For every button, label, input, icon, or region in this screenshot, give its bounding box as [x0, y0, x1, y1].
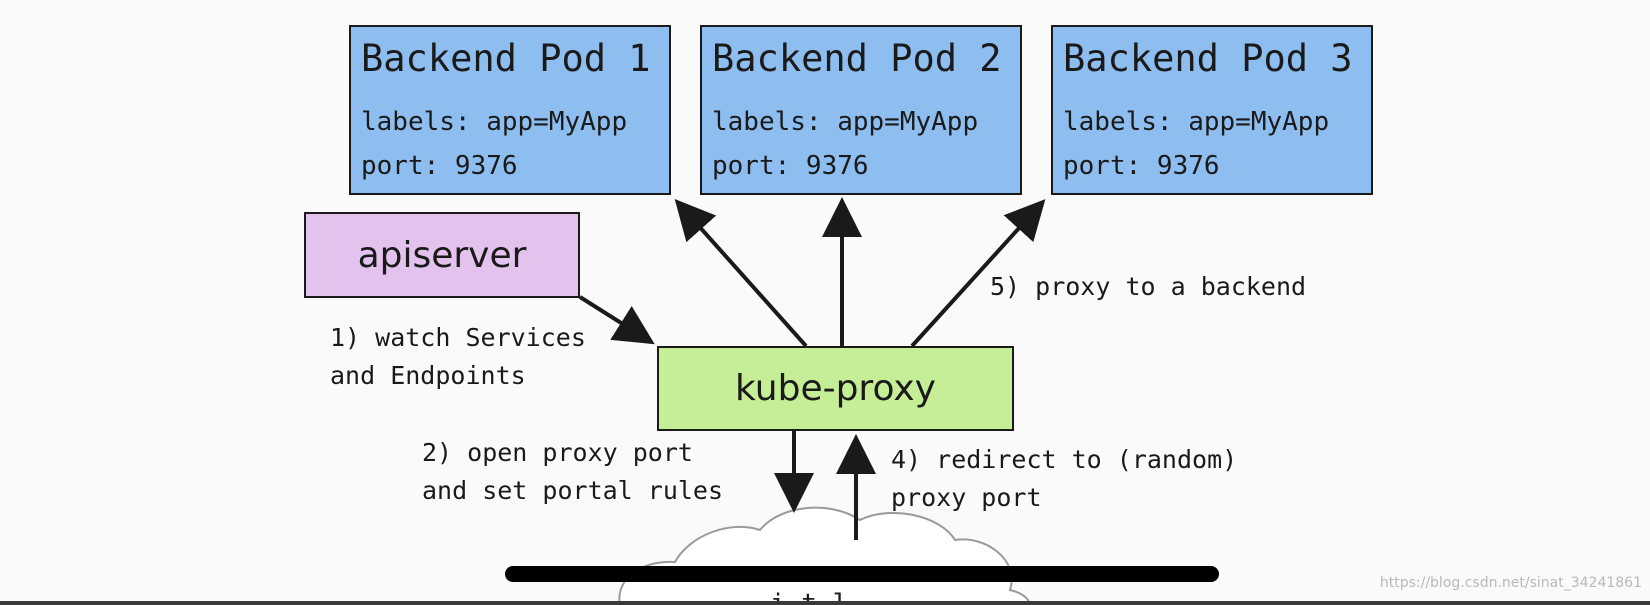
step-2-line-1: 2) open proxy port	[422, 438, 693, 467]
arrow-watch-services	[578, 295, 655, 345]
watermark: https://blog.csdn.net/sinat_34241861	[1379, 575, 1642, 591]
pod-title: Backend Pod 3	[1063, 37, 1353, 80]
pod-port: port: 9376	[712, 151, 869, 181]
apiserver-box: apiserver	[304, 212, 580, 298]
pod-labels: labels: app=MyApp	[712, 107, 979, 137]
pod-labels: labels: app=MyApp	[1063, 107, 1330, 137]
step-4-line-2: proxy port	[891, 483, 1042, 512]
step-1-line-1: 1) watch Services	[330, 323, 586, 352]
backend-pod-3: Backend Pod 3 labels: app=MyApp port: 93…	[1051, 25, 1373, 195]
step-4-note: 4) redirect to (random) proxy port	[891, 441, 1237, 517]
step-4-line-1: 4) redirect to (random)	[891, 445, 1238, 474]
kube-proxy-box: kube-proxy	[657, 346, 1014, 431]
step-1-line-2: and Endpoints	[330, 361, 526, 390]
arrow-to-pod-3	[910, 199, 1046, 348]
step-1-note: 1) watch Services and Endpoints	[330, 319, 586, 395]
pod-port: port: 9376	[1063, 151, 1220, 181]
step-5-line: 5) proxy to a backend	[990, 272, 1307, 301]
video-scrubber-bar[interactable]	[505, 566, 1219, 582]
bottom-strip	[0, 601, 1650, 605]
pod-labels: labels: app=MyApp	[361, 107, 628, 137]
backend-pod-2: Backend Pod 2 labels: app=MyApp port: 93…	[700, 25, 1022, 195]
step-5-note: 5) proxy to a backend	[990, 268, 1306, 306]
arrow-to-pod-1	[674, 199, 808, 348]
pod-port: port: 9376	[361, 151, 518, 181]
pod-title: Backend Pod 1	[361, 37, 651, 80]
step-2-line-2: and set portal rules	[422, 476, 724, 505]
kube-proxy-label: kube-proxy	[735, 368, 936, 409]
apiserver-label: apiserver	[357, 234, 527, 276]
pod-title: Backend Pod 2	[712, 37, 1002, 80]
step-2-note: 2) open proxy port and set portal rules	[422, 434, 723, 510]
backend-pod-1: Backend Pod 1 labels: app=MyApp port: 93…	[349, 25, 671, 195]
